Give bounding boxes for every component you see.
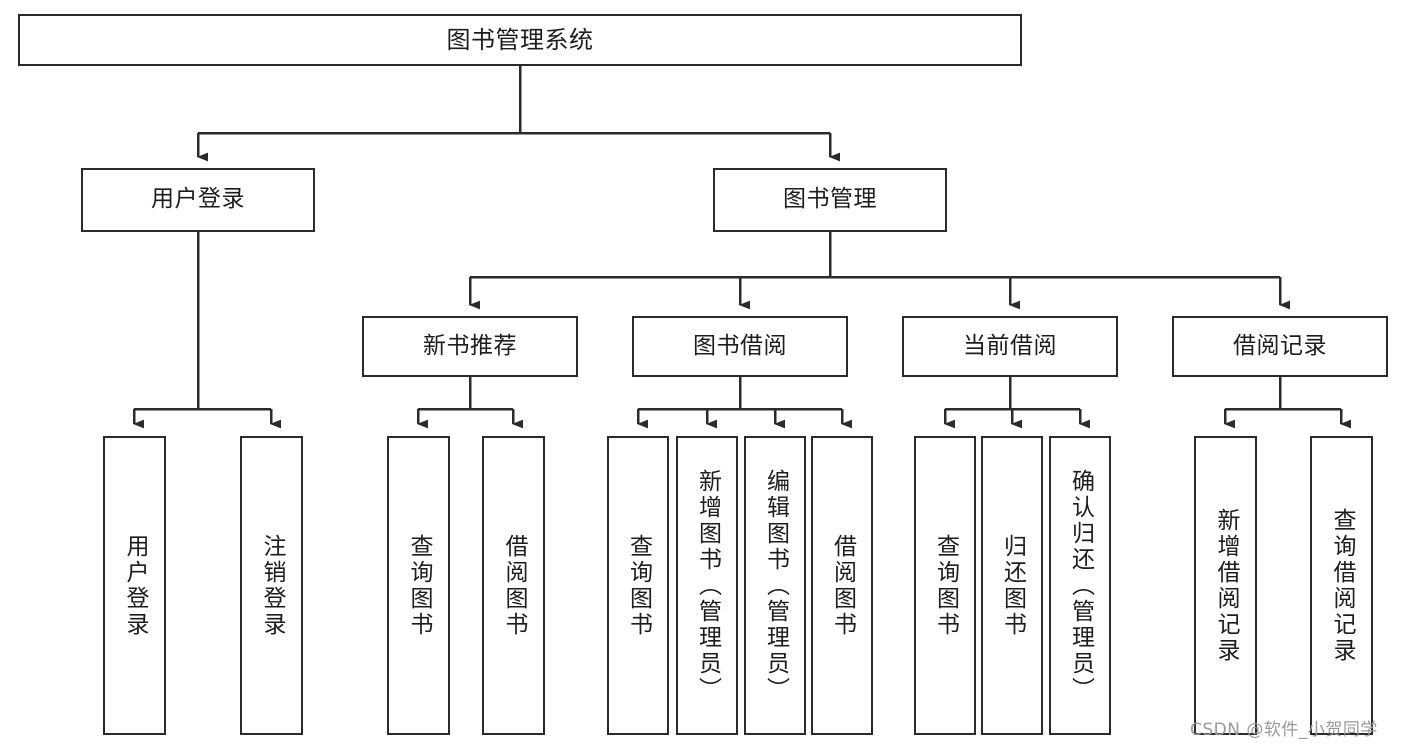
node-label: 新增借阅记录 [1213,507,1239,664]
node-leaf-logout[interactable]: 注销登录 [240,436,303,735]
node-label: 确认归还（管理员） [1067,468,1094,703]
node-leaf-add-borrow-record[interactable]: 新增借阅记录 [1194,436,1257,735]
node-book-borrow[interactable]: 图书借阅 [632,316,848,377]
node-leaf-query-book[interactable]: 查询图书 [607,436,669,735]
node-borrow-record[interactable]: 借阅记录 [1172,316,1388,377]
node-label: 借阅图书 [829,533,856,638]
node-label: 归还图书 [999,533,1026,638]
node-label: 用户登录 [122,533,148,638]
node-current-borrow[interactable]: 当前借阅 [902,316,1118,377]
node-leaf-add-book-admin[interactable]: 新增图书（管理员） [676,436,738,735]
node-label: 新增图书（管理员） [694,468,721,703]
node-label: 图书借阅 [693,332,787,359]
csdn-watermark: CSDN @软件_小贺同学 [1190,720,1378,740]
node-label: 查询图书 [932,533,959,638]
node-label: 图书管理系统 [446,25,594,54]
node-label: 借阅图书 [501,533,527,638]
node-label: 当前借阅 [963,332,1057,359]
node-label: 查询借阅记录 [1329,507,1355,664]
node-leaf-borrow-book[interactable]: 借阅图书 [811,436,873,735]
node-leaf-edit-book-admin[interactable]: 编辑图书（管理员） [744,436,806,735]
node-label: 借阅记录 [1233,332,1327,359]
node-label: 新书推荐 [423,332,517,359]
node-label: 编辑图书（管理员） [762,468,789,703]
node-new-book-recommend[interactable]: 新书推荐 [362,316,578,377]
node-leaf-query-book-recommend[interactable]: 查询图书 [387,436,450,735]
node-label: 查询图书 [625,533,652,638]
node-leaf-confirm-return-admin[interactable]: 确认归还（管理员） [1049,436,1111,735]
node-leaf-query-book-current[interactable]: 查询图书 [914,436,976,735]
node-label: 图书管理 [783,186,877,213]
node-book-management-system[interactable]: 图书管理系统 [18,14,1022,66]
node-label: 查询图书 [406,533,432,638]
node-leaf-query-borrow-record[interactable]: 查询借阅记录 [1310,436,1373,735]
node-user-login[interactable]: 用户登录 [81,168,315,232]
node-leaf-return-book[interactable]: 归还图书 [981,436,1043,735]
node-leaf-borrow-book-recommend[interactable]: 借阅图书 [482,436,545,735]
node-label: 注销登录 [259,533,285,638]
node-leaf-user-login[interactable]: 用户登录 [103,436,166,735]
node-label: 用户登录 [151,186,245,213]
node-book-management[interactable]: 图书管理 [713,168,947,232]
